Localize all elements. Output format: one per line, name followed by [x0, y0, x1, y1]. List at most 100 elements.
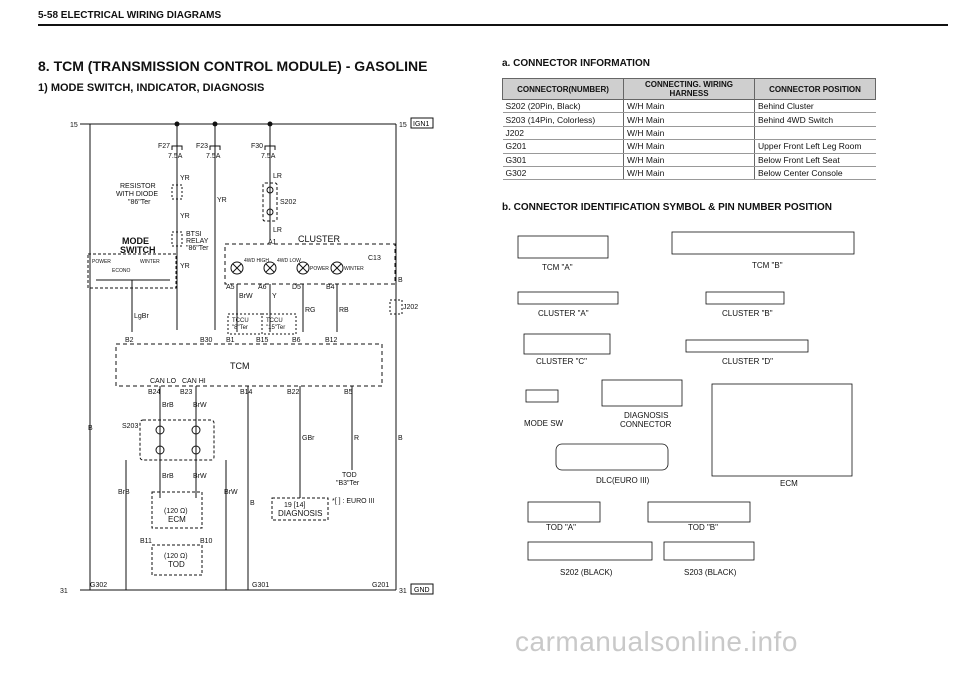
- pin-b23: B23: [180, 389, 193, 396]
- fuse-f27-rating: 7.5A: [168, 153, 183, 160]
- tod-b-label: TOD "B": [688, 523, 718, 532]
- tccu-8-l1: TCCU: [232, 318, 249, 324]
- j202-box: [389, 299, 403, 315]
- ind-4wd-high: 4WD HIGH: [244, 258, 269, 264]
- wire-label: BrB: [162, 402, 174, 409]
- pin-b22: B22: [287, 389, 300, 396]
- s202-label: S202: [280, 199, 296, 206]
- conn-dlc: [555, 443, 669, 471]
- tod-res-label: TOD: [168, 560, 185, 569]
- wire-label: BrW: [193, 402, 207, 409]
- pin-a5: A5: [226, 284, 235, 291]
- tod-ter-2: "B3"Ter: [336, 480, 360, 487]
- ground-g201: G201: [372, 582, 389, 589]
- tcm-a-label: TCM "A": [542, 263, 573, 272]
- tccu-15-box: [261, 313, 297, 335]
- conn-tcm-a: [517, 235, 609, 259]
- fuse-f27: [171, 145, 183, 150]
- tcm-label: TCM: [230, 361, 250, 371]
- position-cell: Behind Cluster: [754, 98, 876, 114]
- tod-res: (120 Ω): [164, 553, 188, 560]
- fuse-f30-name: F30: [251, 143, 263, 150]
- tod-box: [151, 544, 203, 576]
- conn-diagnosis: [601, 379, 683, 407]
- wire-label: YR: [180, 175, 190, 182]
- ind-power: POWER: [310, 266, 329, 272]
- diag-conn-label-1: DIAGNOSIS: [624, 411, 668, 420]
- col-harness: CONNECTING. WIRING HARNESS: [623, 78, 755, 100]
- page-header: 5-58 ELECTRICAL WIRING DIAGRAMS: [38, 10, 222, 21]
- connector-cell: G302: [502, 165, 624, 181]
- btsi-label-2: RELAY: [186, 238, 209, 245]
- wire-label: B: [398, 277, 403, 284]
- fuse-f30: [264, 145, 276, 150]
- fuse-f27-name: F27: [158, 143, 170, 150]
- pin-b2: B2: [125, 337, 134, 344]
- btsi-relay-box: [171, 231, 183, 247]
- tod-ter-1: TOD: [342, 472, 357, 479]
- fuse-f23-rating: 7.5A: [206, 153, 221, 160]
- splice-pin: [155, 445, 165, 455]
- cluster-a-label: CLUSTER "A": [538, 309, 589, 318]
- conn-mode-sw: [525, 389, 559, 403]
- diag-pin: 19 [14]: [284, 502, 305, 509]
- rail-31-right: 31: [399, 588, 407, 595]
- fuse-f23: [209, 145, 221, 150]
- ind-4wd-low: 4WD LOW: [277, 258, 301, 264]
- wire-label: LR: [273, 173, 282, 180]
- wire-label: LR: [273, 227, 282, 234]
- resistor-label-2: WITH DIODE: [116, 191, 158, 198]
- btsi-label-1: BTSI: [186, 231, 202, 238]
- connector-info-heading: a. CONNECTOR INFORMATION: [502, 58, 650, 69]
- mode-switch-label-2: SWITCH: [120, 245, 156, 255]
- wire-label: B: [88, 425, 93, 432]
- can-lo: CAN LO: [150, 378, 177, 385]
- cluster-label: CLUSTER: [298, 234, 341, 244]
- conn-cluster-b: [705, 291, 785, 305]
- fuse-f23-name: F23: [196, 143, 208, 150]
- wire-label: RG: [305, 307, 316, 314]
- pin-b14: B14: [240, 389, 253, 396]
- wire-label: BrW: [193, 473, 207, 480]
- euro-note: *[ ] : EURO III: [332, 498, 374, 505]
- wire-label: BrW: [239, 293, 253, 300]
- connector-cell: S203 (14Pin, Colorless): [502, 112, 624, 127]
- wire-label: R: [354, 435, 359, 442]
- pin-b6: B6: [292, 337, 301, 344]
- gnd-label: GND: [414, 587, 430, 594]
- resistor-label-3: "86"Ter: [128, 199, 151, 206]
- pin-c13: C13: [368, 255, 381, 262]
- ecm-conn-label: ECM: [780, 479, 798, 488]
- pin-d5: D5: [292, 284, 301, 291]
- conn-cluster-a: [517, 291, 619, 305]
- header-rule: [38, 24, 948, 26]
- wire-label: LgBr: [134, 313, 149, 320]
- splice-pin: [191, 425, 201, 435]
- splice-pin: [266, 208, 274, 216]
- btsi-label-3: "86"Ter: [186, 245, 209, 252]
- connector-info-table: CONNECTOR(NUMBER) CONNECTING. WIRING HAR…: [502, 78, 876, 181]
- pin-b5: B5: [344, 389, 353, 396]
- connector-cell: S202 (20Pin, Black): [502, 98, 624, 114]
- wire-label: BrB: [162, 473, 174, 480]
- ind-winter: WINTER: [344, 266, 364, 272]
- ecm-box: [151, 491, 203, 529]
- pin-b15: B15: [256, 337, 269, 344]
- conn-cluster-d: [685, 339, 809, 353]
- sw-power: POWER: [92, 259, 111, 265]
- pin-b11: B11: [140, 538, 152, 545]
- table-header-row: CONNECTOR(NUMBER) CONNECTING. WIRING HAR…: [502, 78, 876, 100]
- can-hi: CAN HI: [182, 378, 206, 385]
- rail-31-left: 31: [60, 588, 68, 595]
- harness-cell: W/H Main: [623, 165, 755, 181]
- indicator-lamps: [230, 261, 344, 275]
- fuse-f30-rating: 7.5A: [261, 153, 276, 160]
- pin-b30: B30: [200, 337, 213, 344]
- cluster-c-label: CLUSTER "C": [536, 357, 587, 366]
- wire-label: RB: [339, 307, 349, 314]
- conn-tcm-b: [671, 231, 855, 255]
- ign1-tag: [410, 117, 434, 129]
